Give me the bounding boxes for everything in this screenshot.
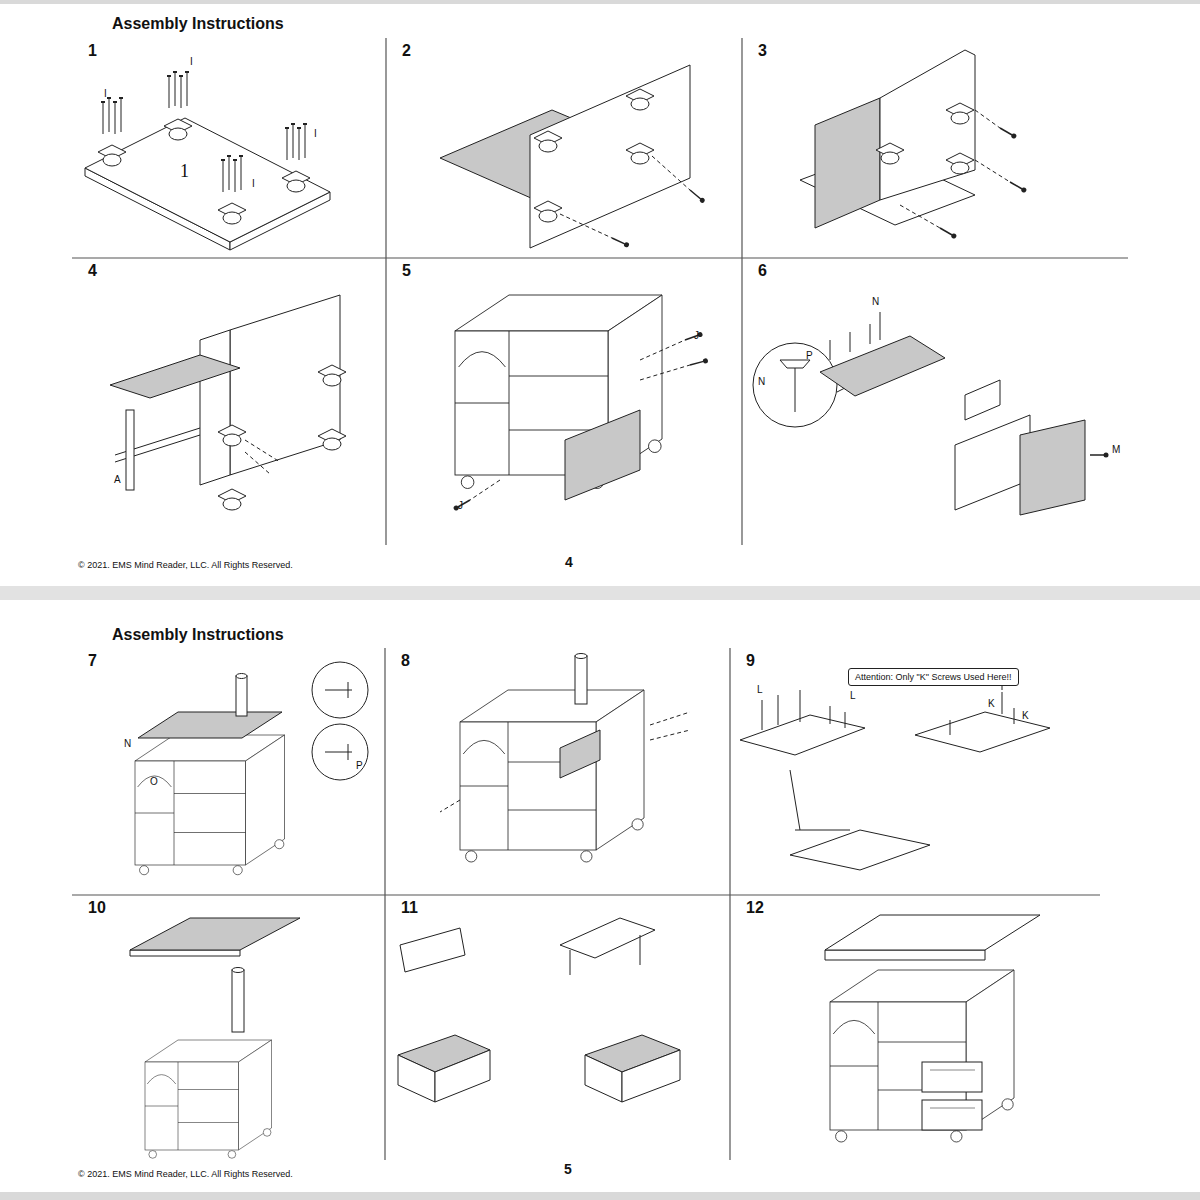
part-letter: N: [124, 738, 131, 749]
callout-text: Attention: Only "K" Screws Used Here!!: [855, 671, 1012, 683]
step-panel: 3: [742, 38, 1128, 258]
step-panel: 4: [72, 258, 386, 545]
step-number: 8: [401, 652, 410, 670]
drawer-parts: [753, 312, 1109, 515]
part-letter: P: [806, 350, 813, 361]
part-letter: J: [458, 500, 463, 511]
board-parts: [740, 686, 1050, 870]
part-letter: O: [150, 776, 158, 787]
part-letter: L: [757, 684, 763, 695]
shelf-step: [110, 295, 346, 510]
step-number: 7: [88, 652, 97, 670]
step-number: 1: [88, 42, 97, 60]
base-board: [85, 72, 330, 250]
part-letter: A: [114, 474, 121, 485]
part-letter: K: [988, 698, 995, 709]
frame-step: [453, 295, 709, 511]
assembled-desk: [825, 915, 1040, 1142]
drawer-parts: [398, 918, 680, 1102]
top-board-step: [135, 662, 368, 875]
step-panel: 8: [385, 648, 730, 895]
step-panel: 6: [742, 258, 1128, 545]
part-letter: N: [872, 296, 879, 307]
part-letter: I: [104, 88, 107, 99]
step-panel: 1: [72, 38, 386, 258]
step-panel: 5: [386, 258, 742, 545]
step-panel: 7: [72, 648, 385, 895]
step-panel: 10: [72, 895, 385, 1160]
part-letter: I: [252, 178, 255, 189]
attention-callout: Attention: Only "K" Screws Used Here!!: [848, 668, 1019, 686]
part-letter: P: [356, 760, 363, 771]
page-title: Assembly Instructions: [112, 626, 284, 644]
page-number: 5: [564, 1162, 572, 1177]
cabinet-step: [440, 654, 690, 863]
page-title: Assembly Instructions: [112, 15, 284, 33]
copyright-note: © 2021. EMS Mind Reader, LLC. All Rights…: [78, 561, 293, 571]
step-number: 10: [88, 899, 106, 917]
grid-divider: [72, 38, 1128, 1160]
part-letter: K: [1022, 710, 1029, 721]
part-letter: I: [314, 128, 317, 139]
top-board-step: [130, 918, 300, 1158]
side-panel-step: [440, 65, 706, 248]
step-number: 12: [746, 899, 764, 917]
side-panel-step: [800, 50, 1027, 239]
step-panel: 2: [386, 38, 742, 258]
step-number: 6: [758, 262, 767, 280]
step-number: 2: [402, 42, 411, 60]
part-letter: M: [1112, 444, 1120, 455]
part-letter: L: [850, 690, 856, 701]
step-number: 5: [402, 262, 411, 280]
step-panel: 11: [385, 895, 730, 1160]
part-letter: I: [190, 56, 193, 67]
step-panel: 9Attention: Only "K" Screws Used Here!!: [730, 648, 1128, 895]
part-letter: J: [694, 330, 699, 341]
step-number: 3: [758, 42, 767, 60]
part-letter: N: [758, 376, 765, 387]
copyright-note: © 2021. EMS Mind Reader, LLC. All Rights…: [78, 1170, 293, 1180]
step-panel: 12: [730, 895, 1128, 1160]
part-number: 1: [180, 162, 189, 182]
step-number: 9: [746, 652, 755, 670]
page-number: 4: [565, 555, 573, 570]
step-number: 4: [88, 262, 97, 280]
step-number: 11: [401, 899, 418, 917]
